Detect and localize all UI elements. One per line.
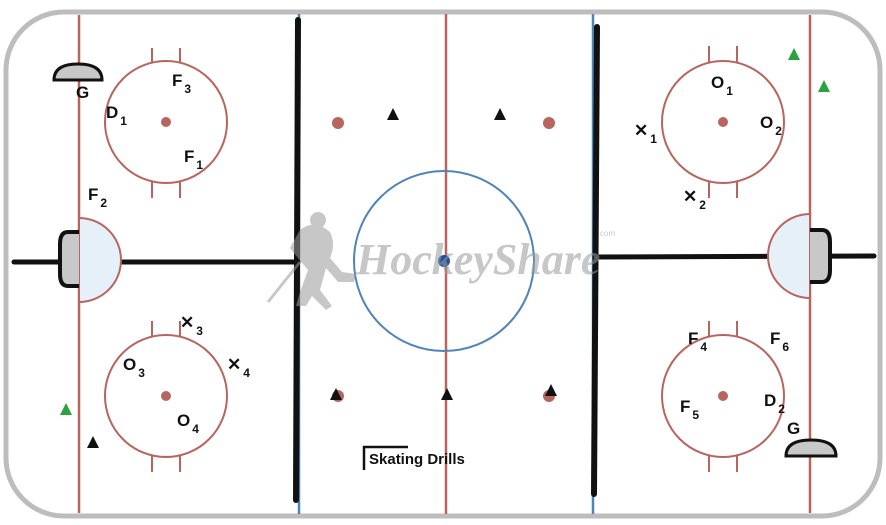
faceoff-circle-top-right	[661, 46, 785, 198]
player-g-right: G	[787, 419, 800, 438]
player-symbol: G	[787, 419, 800, 438]
watermark-text: HockeyShare	[355, 235, 600, 284]
player-symbol: F	[688, 329, 698, 348]
player-symbol: O	[711, 73, 724, 92]
player-number: 1	[650, 132, 657, 146]
title-bracket	[362, 445, 408, 470]
player-number: 2	[775, 124, 782, 138]
player-symbol: F	[172, 71, 182, 90]
green-cone-icon	[60, 403, 72, 415]
player-symbol: O	[760, 113, 773, 132]
player-number: 2	[778, 402, 785, 416]
player-number: 5	[692, 408, 699, 422]
faceoff-circle-bottom-right	[661, 321, 785, 472]
player-number: 3	[196, 324, 203, 338]
player-symbol: F	[184, 147, 194, 166]
goalie-net-top-left	[52, 62, 104, 82]
drill-line-horizontal-right	[594, 253, 877, 260]
player-symbol: G	[76, 83, 89, 102]
neutral-dot	[332, 117, 344, 129]
cone-icon	[387, 108, 399, 120]
net-left	[58, 230, 79, 288]
watermark-com: com	[600, 229, 615, 238]
center-circle	[353, 170, 535, 352]
drill-title: Skating Drills	[369, 451, 465, 468]
net-right	[810, 228, 832, 284]
player-symbol: F	[680, 397, 690, 416]
player-number: 4	[243, 366, 250, 380]
crease-right	[767, 212, 811, 300]
player-number: 3	[184, 82, 191, 96]
skater-silhouette-icon	[290, 224, 356, 310]
player-number: 6	[782, 340, 789, 354]
cone-icon	[545, 384, 557, 396]
faceoff-circle-bottom-left	[104, 321, 228, 472]
player-number: 1	[120, 114, 127, 128]
green-cone-icon	[818, 80, 830, 92]
player-number: 1	[196, 158, 203, 172]
player-g-left: G	[76, 83, 89, 102]
player-symbol: F	[88, 185, 98, 204]
player-symbol: O	[123, 355, 136, 374]
goalie-net-bottom-right	[784, 438, 838, 458]
player-x2: ✕2	[683, 187, 706, 212]
cone-icon	[330, 388, 342, 400]
watermark-logo: HockeyShare com	[266, 212, 615, 310]
player-number: 4	[192, 422, 199, 436]
player-number: 4	[700, 340, 707, 354]
player-symbol: D	[106, 103, 118, 122]
faceoff-circle-top-left	[104, 48, 228, 198]
player-x4: ✕4	[227, 355, 250, 380]
cone-icon	[441, 388, 453, 400]
player-x1: ✕1	[634, 121, 657, 146]
player-number: 1	[726, 84, 733, 98]
player-symbol: D	[764, 391, 776, 410]
center-faceoff-dot	[438, 255, 450, 267]
drill-line-vertical-right	[591, 24, 600, 497]
player-symbol: F	[770, 329, 780, 348]
player-number: 2	[699, 198, 706, 212]
player-symbol: ✕	[634, 121, 648, 140]
neutral-dot	[543, 117, 555, 129]
crease-left	[78, 216, 122, 304]
green-cone-icon	[788, 48, 800, 60]
cone-icon	[87, 436, 99, 448]
cone-icon	[494, 108, 506, 120]
player-symbol: ✕	[227, 355, 241, 374]
player-number: 3	[138, 366, 145, 380]
player-x3: ✕3	[180, 313, 203, 338]
player-symbol: O	[177, 411, 190, 430]
player-symbol: ✕	[180, 313, 194, 332]
player-symbol: ✕	[683, 187, 697, 206]
player-number: 2	[100, 196, 107, 210]
